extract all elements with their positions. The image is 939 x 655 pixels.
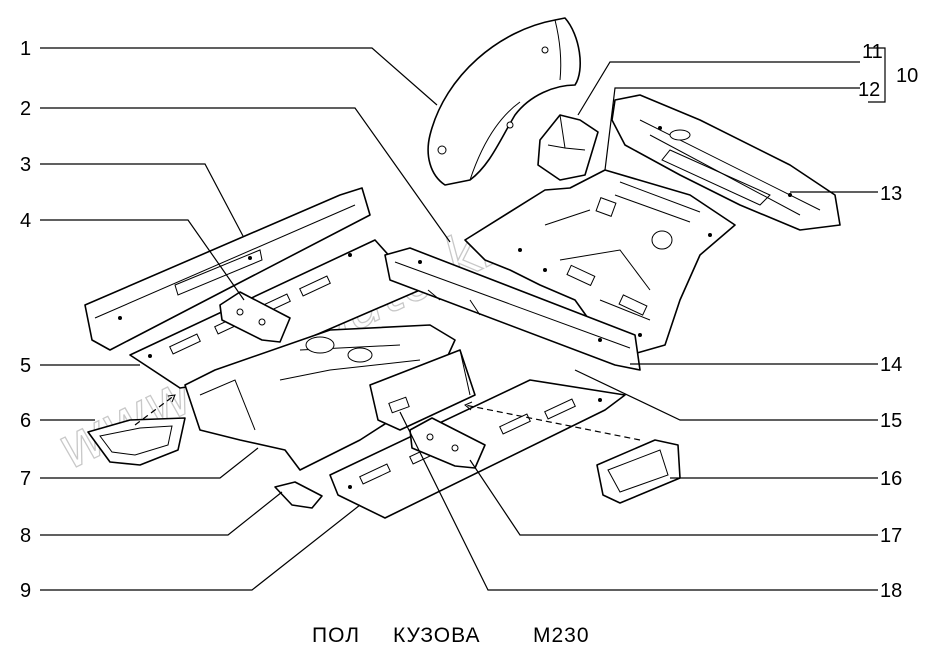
callout-14: 14 <box>880 354 902 376</box>
callout-4: 4 <box>20 210 31 232</box>
part-15-center-bracket <box>369 349 476 431</box>
callout-13: 13 <box>880 183 902 205</box>
part-6-small-pan <box>87 417 186 466</box>
part-8-small-plate <box>274 481 323 509</box>
assembly-arrow-6 <box>134 394 176 426</box>
callout-7: 7 <box>20 468 31 490</box>
part-3-side-sill <box>84 187 371 351</box>
part-13-rear-cross-member <box>611 94 841 231</box>
part-10-rear-floor <box>464 169 736 356</box>
callout-3: 3 <box>20 154 31 176</box>
callout-11: 11 <box>862 41 883 63</box>
callout-5: 5 <box>20 355 31 377</box>
callout-1: 1 <box>20 38 31 60</box>
callout-18: 18 <box>880 580 902 602</box>
part-2-14-cross-member <box>384 247 641 371</box>
callout-16: 16 <box>880 468 902 490</box>
callout-6: 6 <box>20 410 31 432</box>
callout-10: 10 <box>896 65 918 87</box>
caption-body: КУЗОВА <box>393 624 480 647</box>
part-11-12-bracket <box>537 114 599 181</box>
part-4-bracket <box>219 291 291 343</box>
callout-8: 8 <box>20 525 31 547</box>
callout-2: 2 <box>20 98 31 120</box>
callout-15: 15 <box>880 410 902 432</box>
caption-model: М230 <box>533 624 590 647</box>
leader-lines <box>40 47 886 591</box>
callout-12: 12 <box>858 79 880 101</box>
callout-9: 9 <box>20 580 31 602</box>
part-1-wheel-arch <box>427 17 581 186</box>
caption-floor: ПОЛ <box>312 624 360 647</box>
callout-17: 17 <box>880 525 902 547</box>
part-16-heel-pan <box>596 439 681 504</box>
